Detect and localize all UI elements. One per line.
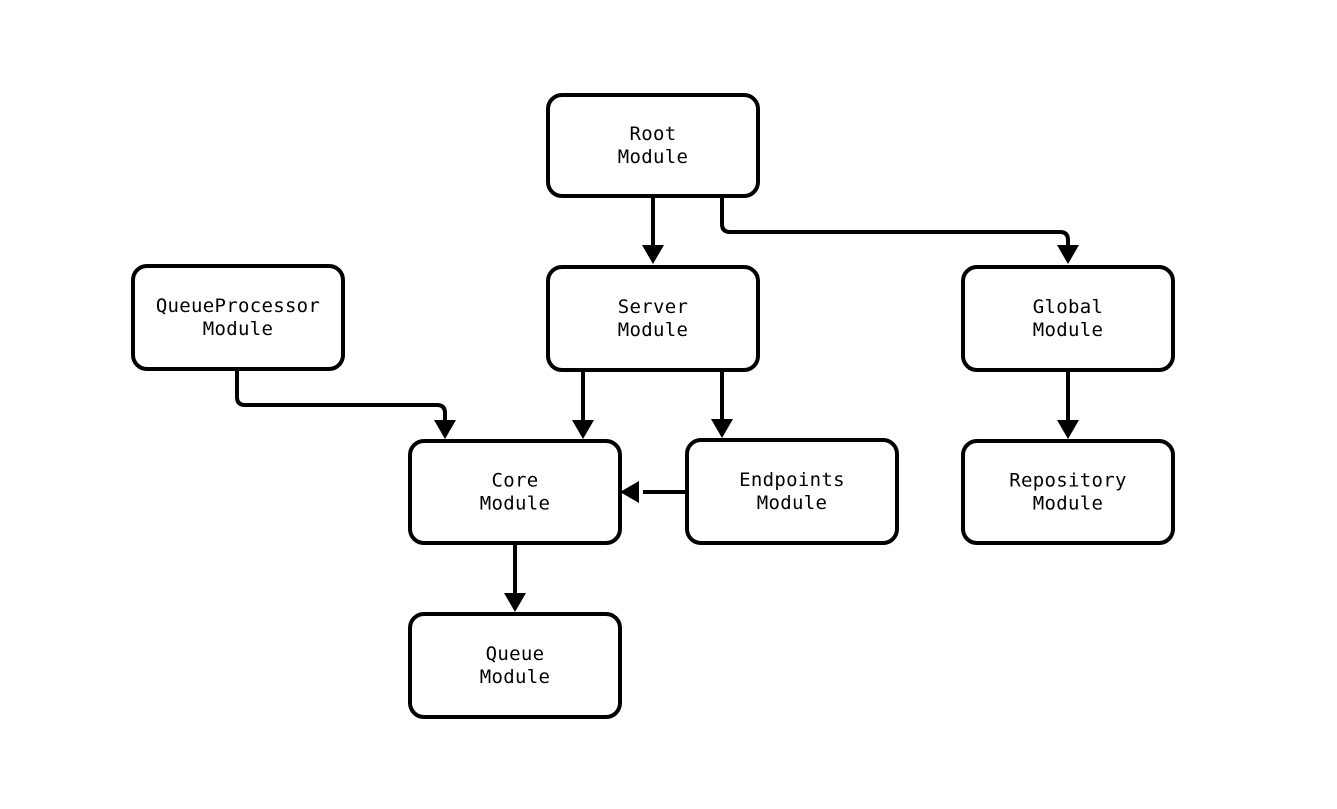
edges-layer	[235, 196, 1070, 593]
node-global-label-line1: Global	[1033, 296, 1103, 318]
node-server-label-line1: Server	[618, 296, 688, 318]
arrowheads-layer	[434, 245, 1079, 612]
node-repository-box[interactable]	[961, 439, 1175, 545]
node-endpoints-box[interactable]	[685, 438, 899, 545]
arrow-endpoints-core-icon	[620, 481, 639, 503]
node-queue-label-line2: Module	[480, 666, 550, 688]
node-server-box[interactable]	[546, 265, 760, 372]
arrow-global-repository-icon	[1057, 420, 1079, 439]
node-root-label-line2: Module	[618, 146, 688, 168]
edge-queueprocessor-to-core	[235, 369, 447, 420]
node-global-box[interactable]	[961, 265, 1175, 372]
node-server-label-line2: Module	[618, 319, 688, 341]
node-root-box[interactable]	[546, 93, 760, 198]
node-queue-box[interactable]	[408, 612, 622, 719]
node-root-label-line1: Root	[630, 123, 677, 145]
arrow-queueproc-core-icon	[434, 420, 456, 439]
node-queueprocessor-box[interactable]	[131, 264, 345, 371]
arrow-root-server-icon	[642, 245, 664, 264]
arrow-core-queue-icon	[504, 593, 526, 612]
node-endpoints-label-line1: Endpoints	[739, 469, 845, 491]
node-queue-label-line1: Queue	[486, 643, 545, 665]
arrow-server-endpoints-icon	[711, 419, 733, 438]
nodes-layer: RootModuleQueueProcessorModuleServerModu…	[131, 93, 1175, 719]
arrow-root-global-icon	[1057, 245, 1079, 264]
node-repository-label-line2: Module	[1033, 493, 1103, 515]
node-endpoints-label-line2: Module	[757, 492, 827, 514]
node-core-label-line2: Module	[480, 493, 550, 515]
node-core-label-line1: Core	[492, 470, 539, 492]
node-queueprocessor-label-line1: QueueProcessor	[156, 295, 320, 317]
node-global-label-line2: Module	[1033, 319, 1103, 341]
node-core-box[interactable]	[408, 439, 622, 545]
node-queueprocessor-label-line2: Module	[203, 318, 273, 340]
node-repository-label-line1: Repository	[1009, 470, 1126, 492]
edge-root-to-global	[720, 196, 1070, 246]
arrow-server-core-icon	[572, 420, 594, 439]
